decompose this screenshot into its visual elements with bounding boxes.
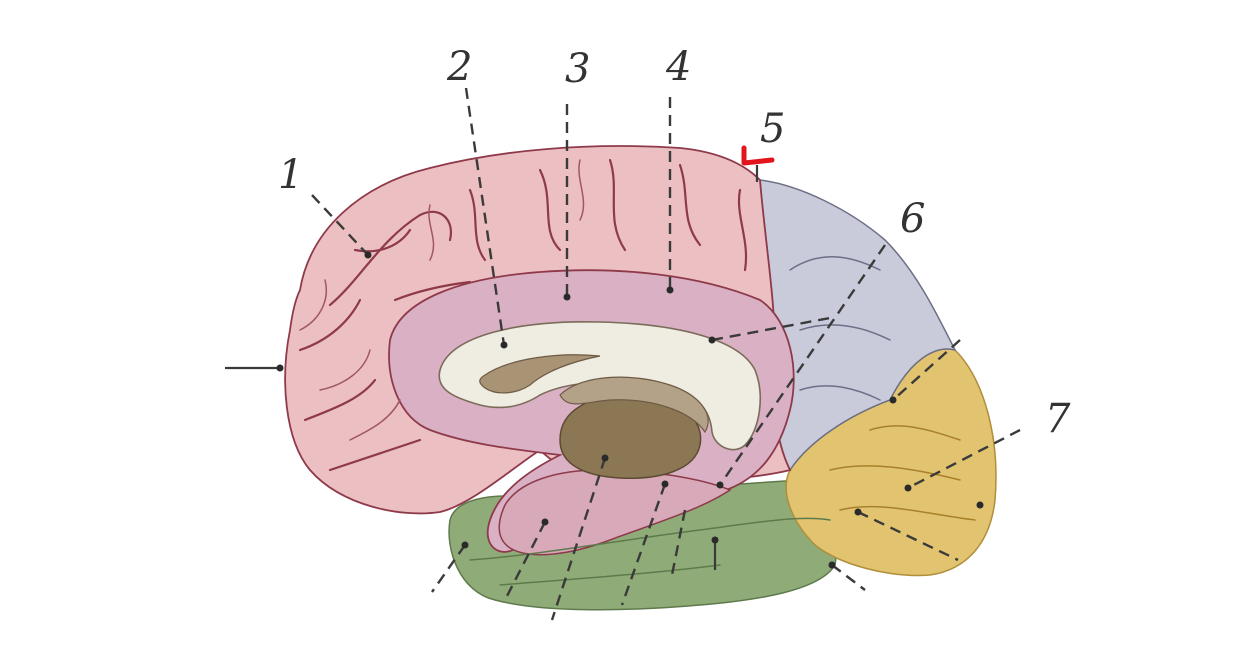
- leader-line-6-upper: [711, 316, 831, 342]
- leader-line-lower-limbic: [620, 483, 667, 606]
- leader-line-thalamus: [550, 457, 607, 621]
- cortical-sulci: [298, 158, 748, 472]
- fornix-region: [479, 354, 601, 394]
- leader-line-temporal-1: [670, 509, 687, 576]
- leader-line-1: [311, 194, 369, 256]
- leader-line-parahippocampal: [503, 521, 547, 601]
- leader-line-6: [719, 244, 886, 486]
- leader-line-inferior: [831, 564, 866, 591]
- leader-lines: [225, 87, 1021, 621]
- leader-line-parieto-occipital: [892, 339, 961, 401]
- leader-line-temporal-pole: [431, 544, 466, 593]
- label-1: 1: [278, 152, 303, 198]
- label-3: 3: [565, 46, 590, 92]
- leader-line-occipital-lower: [857, 510, 959, 562]
- thalamus-upper-region: [559, 376, 709, 434]
- label-5: 5: [760, 106, 785, 152]
- red-check-marker: [741, 145, 775, 166]
- label-4: 4: [665, 44, 691, 90]
- label-6: 6: [900, 196, 925, 242]
- leader-line-7: [907, 428, 1021, 490]
- occipital-sulci: [829, 425, 976, 521]
- leader-line-2: [464, 87, 506, 346]
- label-7: 7: [1045, 396, 1071, 442]
- corpus-callosum: [438, 321, 761, 451]
- temporal-sulci: [469, 517, 831, 586]
- label-2: 2: [446, 44, 472, 90]
